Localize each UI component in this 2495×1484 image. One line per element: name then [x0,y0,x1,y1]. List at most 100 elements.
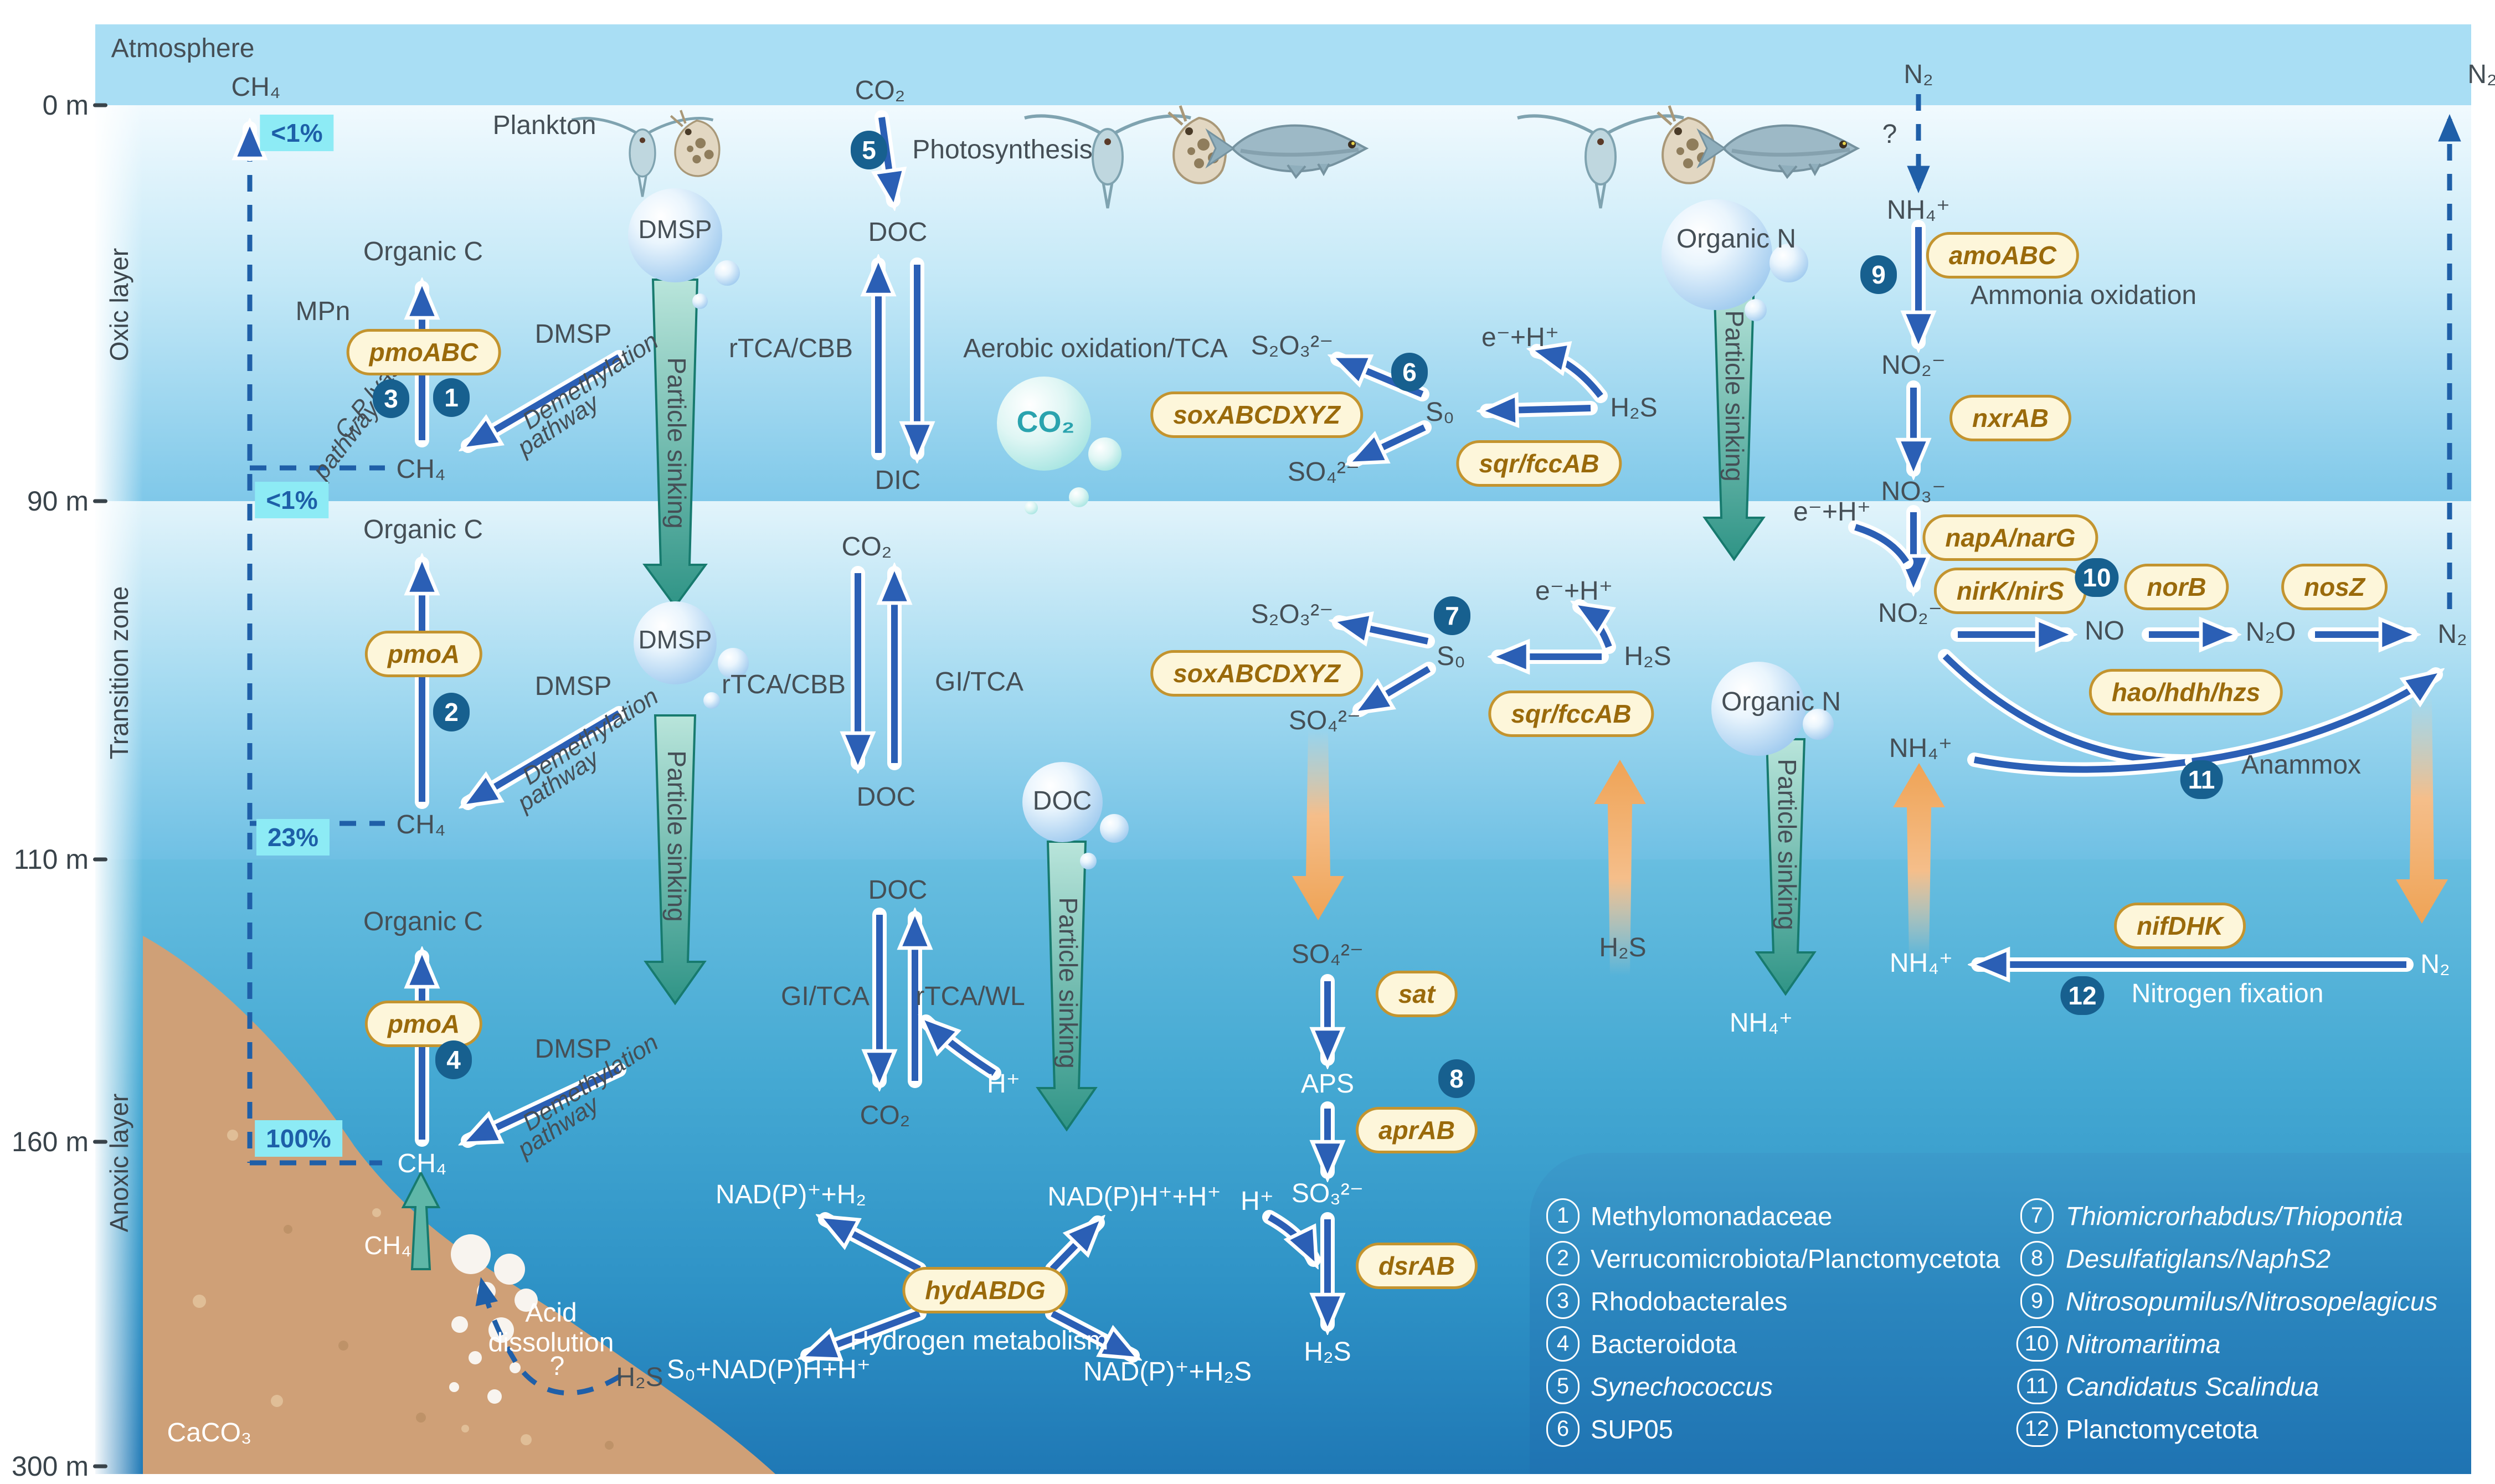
particle-sinking-arrow-oxic-left [642,279,708,609]
h2s-upwelling-label: H₂S [1599,933,1647,963]
h-plus-so3: H⁺ [1241,1187,1274,1217]
doc-transition: DOC [856,782,916,812]
legend-number-3: 3 [1546,1284,1580,1319]
n2o-label: N₂O [2245,617,2296,647]
nh4-oxic: NH₄⁺ [1886,195,1951,225]
h2s-oxic: H₂S [1610,393,1658,423]
hyd-to-nadph-arrow [1045,1223,1098,1276]
gene-dsrAB: dsrAB [1355,1243,1478,1289]
depth-tick-label-160m: 160 m [12,1126,89,1157]
particle-sinking-arrow-transition-left [644,714,707,1006]
so4-downwelling-arrow [1292,730,1344,920]
legend-item-6: SUP05 [1591,1414,1673,1444]
hydrogen-metabolism-label: Hydrogen metabolism [850,1326,1109,1356]
legend-number-4: 4 [1546,1326,1580,1362]
particle-sinking-center: Particle sinking [1053,897,1083,1069]
doc-bubble-label: DOC [1032,786,1092,816]
layer-label-anoxic-layer: Anoxic layer [105,1093,133,1233]
aps-label: APS [1300,1069,1355,1099]
n2-downwelling-arrow [2396,697,2448,924]
gene-sqr-fccAB-oxic: sqr/fccAB [1456,440,1622,487]
gene-sqr-fccAB-transition: sqr/fccAB [1488,691,1654,737]
organic-n-bubble-transition [1711,662,1805,756]
badge-4: 4 [435,1040,472,1079]
legend-number-7: 7 [2020,1198,2054,1234]
dmsp-bubble-oxic-satellite2 [692,293,708,309]
organic-n-bubble-oxic [1661,199,1772,310]
depth-tick-mark [93,857,107,862]
legend-number-5: 5 [1546,1369,1580,1404]
h2s-to-electron-arrow-transition [1580,599,1616,654]
particle-sinking-transition-left: Particle sinking [662,750,691,922]
e-h-no3: e⁻+H⁺ [1793,497,1871,527]
atmosphere-n2-left: N₂ [1904,60,1933,90]
e-h-oxic: e⁻+H⁺ [1481,323,1560,353]
legend-number-11: 11 [2017,1369,2057,1404]
legend-number-6: 6 [1546,1411,1580,1447]
legend-number-9: 9 [2020,1284,2054,1319]
organic-c-anoxic: Organic C [363,907,483,937]
gene-amoABC: amoABC [1926,232,2080,279]
depth-gradient-strip [95,105,143,1474]
badge-7: 7 [1434,596,1470,635]
so4-anoxic: SO₄²⁻ [1291,940,1364,970]
co2-bubble-label: CO₂ [1016,405,1075,439]
no2-oxic: NO₂⁻ [1881,351,1946,380]
gene-pmoABC: pmoABC [346,329,501,375]
h2s-anoxic: H₂S [1304,1337,1351,1367]
dmsp-transition-label: DMSP [534,672,612,702]
gi-tca-anoxic: GI/TCA [780,982,870,1012]
depth-tick-label-110m: 110 m [13,844,89,875]
so3-anoxic: SO₃²⁻ [1291,1179,1364,1209]
question-acid: ? [549,1352,565,1382]
acid-dissolution-label: Acid dissolution [488,1298,614,1357]
legend-panel [1530,1153,2471,1474]
organic-c-oxic: Organic C [363,237,483,267]
nh4-upwelling-label: NH₄⁺ [1889,949,1953,978]
organic-n-transition: Organic N [1721,687,1841,717]
h2s-acid: H₂S [616,1363,663,1393]
badge-8: 8 [1438,1059,1475,1098]
organic-n-bubble-transition-satellite [1803,709,1834,740]
atmosphere-band [95,24,2471,105]
atmosphere-ch4: CH₄ [231,73,281,102]
ch4-sediment: CH₄ [364,1231,411,1260]
h2s-upwelling-arrow [1594,760,1646,976]
dmsp-demethylation-arrow-transition [468,706,626,810]
h-plus-anoxic: H⁺ [987,1069,1020,1099]
rtca-wl-anoxic: rTCA/WL [915,982,1025,1012]
depth-tick-label-0m: 0 m [42,90,89,121]
dmsp-bubble-oxic-label: DMSP [638,215,712,244]
organic-n-oxic: Organic N [1676,224,1797,254]
badge-3: 3 [373,379,409,418]
dmsp-bubble-oxic [628,188,722,282]
depth-tick-label-300m: 300 m [12,1451,89,1482]
legend-item-7: Thiomicrorhabdus/Thiopontia [2066,1201,2403,1231]
legend-item-5: Synechococcus [1591,1372,1773,1401]
legend-number-1: 1 [1546,1198,1580,1234]
ch4-oxic: CH₄ [396,455,446,485]
no3-oxic: NO₃⁻ [1881,477,1946,507]
gene-soxABCDXYZ-oxic: soxABCDXYZ [1150,391,1363,438]
doc-bubble-satellite2 [1080,853,1097,869]
gene-pmoA-anoxic: pmoA [364,1001,483,1047]
sediment [143,936,775,1474]
nadph-h: NAD(P)H⁺+H⁺ [1047,1182,1221,1212]
h-plus-into-rtca-arrow [926,1022,1001,1080]
aerobic-oxidation-tca: Aerobic oxidation/TCA [963,334,1228,364]
depth-tick-mark [93,499,107,503]
no-label: NO [2085,616,2124,646]
dmsp-bubble-transition-satellite2 [703,692,720,709]
ch4-transition: CH₄ [396,810,446,840]
s0-to-s2o3-arrow-transition [1339,622,1435,648]
s2o3-transition: S₂O₃²⁻ [1251,600,1334,630]
ch4-anoxic: CH₄ [397,1149,447,1179]
acid-dissolution-dashed-arrow [475,1277,622,1396]
dmsp-bubble-transition-label: DMSP [638,625,712,655]
badge-6: 6 [1391,353,1428,391]
dmsp-bubble-oxic-satellite [714,260,740,286]
co2-transition: CO₂ [841,532,892,562]
dmsp-oxic-label: DMSP [534,320,612,349]
depth-tick-mark [93,1140,107,1144]
photosynthesis-arrow [882,110,893,200]
